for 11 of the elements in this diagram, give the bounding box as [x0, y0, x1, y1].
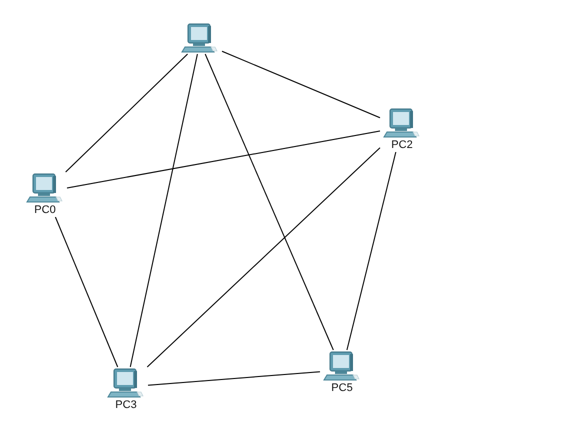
network-link — [346, 152, 396, 350]
network-link — [148, 371, 320, 386]
network-link — [146, 147, 380, 368]
network-link — [130, 54, 198, 368]
network-link — [66, 130, 380, 188]
network-link — [204, 54, 334, 350]
network-link — [222, 50, 380, 118]
device-label: PC2 — [391, 139, 413, 152]
device-label: PC0 — [34, 204, 56, 217]
network-link — [65, 54, 188, 172]
network-link — [54, 216, 118, 368]
